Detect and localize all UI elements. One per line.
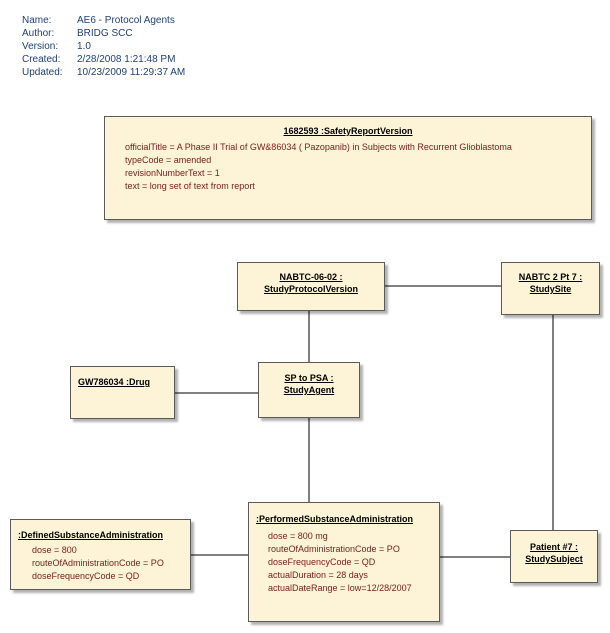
meta-created-row: Created: 2/28/2008 1:21:48 PM — [22, 53, 185, 66]
study-protocol-version-class: StudyProtocolVersion — [263, 284, 359, 294]
study-site-name: NABTC 2 Pt 7 : — [518, 272, 583, 282]
study-agent-object[interactable]: SP to PSA : StudyAgent — [258, 362, 360, 418]
study-subject-object[interactable]: Patient #7 : StudySubject — [510, 530, 598, 583]
study-site-object[interactable]: NABTC 2 Pt 7 : StudySite — [501, 262, 600, 315]
study-subject-title: Patient #7 : StudySubject — [511, 541, 597, 565]
safety-report-version-title: 1682593 :SafetyReportVersion — [283, 126, 413, 136]
study-protocol-version-name: NABTC-06-02 : — [279, 272, 343, 282]
study-protocol-version-title: NABTC-06-02 : StudyProtocolVersion — [238, 271, 384, 295]
safety-report-attr-revision-number: revisionNumberText = 1 — [125, 168, 220, 178]
safety-report-attr-type-code: typeCode = amended — [125, 155, 212, 165]
study-protocol-version-object[interactable]: NABTC-06-02 : StudyProtocolVersion — [237, 262, 385, 311]
study-subject-class: StudySubject — [525, 554, 583, 564]
meta-name-value: AE6 - Protocol Agents — [77, 15, 175, 26]
meta-version-value: 1.0 — [77, 41, 91, 52]
meta-author-label: Author: — [22, 28, 55, 39]
safety-report-version-object[interactable]: 1682593 :SafetyReportVersion officialTit… — [104, 116, 592, 220]
study-site-title: NABTC 2 Pt 7 : StudySite — [502, 271, 599, 295]
meta-created-label: Created: — [22, 54, 61, 65]
drug-object[interactable]: GW786034 :Drug — [70, 366, 175, 419]
safety-report-attr-text: text = long set of text from report — [125, 181, 255, 191]
defined-substance-attr-frequency: doseFrequencyCode = QD — [32, 571, 140, 581]
safety-report-attr-official-title: officialTitle = A Phase II Trial of GW&8… — [125, 142, 512, 152]
meta-name-label: Name: — [22, 15, 52, 26]
meta-version-label: Version: — [22, 41, 59, 52]
meta-created-value: 2/28/2008 1:21:48 PM — [77, 54, 176, 65]
performed-substance-attr-duration: actualDuration = 28 days — [268, 570, 368, 580]
meta-author-row: Author: BRIDG SCC — [22, 27, 185, 40]
performed-substance-attr-dose: dose = 800 mg — [268, 531, 328, 541]
meta-author-value: BRIDG SCC — [77, 28, 133, 39]
performed-substance-attr-frequency: doseFrequencyCode = QD — [268, 557, 376, 567]
defined-substance-attr-dose: dose = 800 — [32, 545, 77, 555]
performed-substance-attr-route: routeOfAdministrationCode = PO — [268, 544, 400, 554]
study-site-class: StudySite — [529, 284, 572, 294]
study-agent-name: SP to PSA : — [284, 373, 334, 383]
study-agent-title: SP to PSA : StudyAgent — [259, 372, 359, 396]
meta-name-row: Name: AE6 - Protocol Agents — [22, 14, 185, 27]
drug-title: GW786034 :Drug — [78, 377, 151, 387]
performed-substance-administration-object[interactable]: :PerformedSubstanceAdministration dose =… — [248, 502, 440, 622]
performed-substance-attributes: dose = 800 mg routeOfAdministrationCode … — [256, 530, 439, 595]
defined-substance-attr-route: routeOfAdministrationCode = PO — [32, 558, 164, 568]
defined-substance-administration-object[interactable]: :DefinedSubstanceAdministration dose = 8… — [10, 519, 191, 590]
defined-substance-administration-title: :DefinedSubstanceAdministration — [18, 530, 164, 540]
meta-updated-row: Updated: 10/23/2009 11:29:37 AM — [22, 66, 185, 79]
defined-substance-attributes: dose = 800 routeOfAdministrationCode = P… — [18, 544, 190, 583]
meta-updated-label: Updated: — [22, 67, 63, 78]
meta-updated-value: 10/23/2009 11:29:37 AM — [77, 67, 186, 78]
diagram-metadata: Name: AE6 - Protocol Agents Author: BRIDG … — [22, 14, 185, 79]
study-subject-name: Patient #7 : — [529, 542, 578, 552]
study-agent-class: StudyAgent — [283, 385, 335, 395]
performed-substance-administration-title: :PerformedSubstanceAdministration — [256, 514, 414, 524]
meta-version-row: Version: 1.0 — [22, 40, 185, 53]
performed-substance-attr-date-range: actualDateRange = low=12/28/2007 — [268, 583, 412, 593]
